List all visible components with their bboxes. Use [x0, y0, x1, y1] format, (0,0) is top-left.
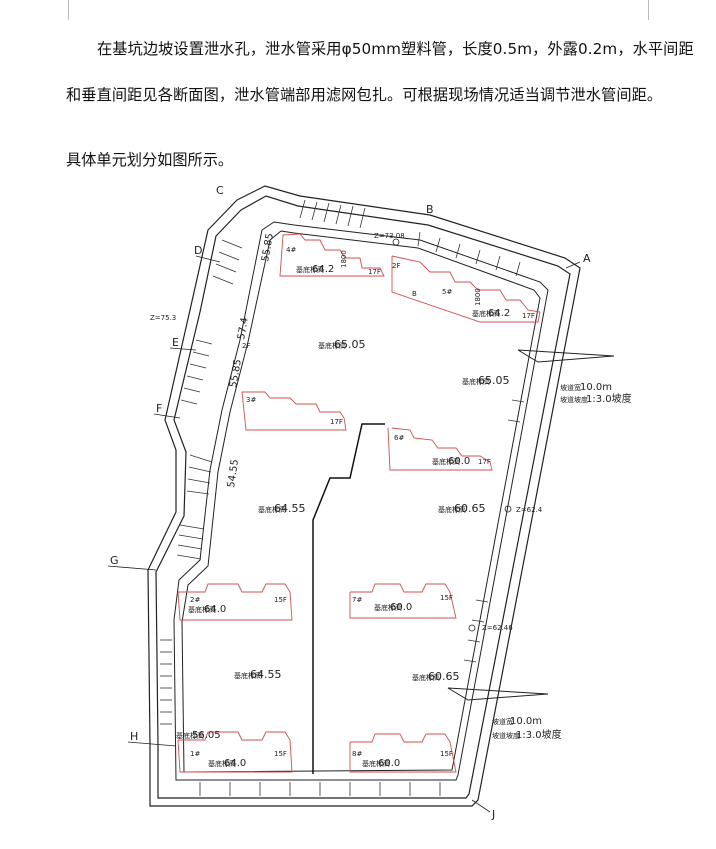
elev-prefix-h: 基底标高	[176, 731, 204, 740]
elev-center-low: 64.55	[250, 668, 282, 681]
elev-6: 60.0	[448, 456, 470, 467]
page-corner-mark-left	[0, 0, 69, 20]
section-leader-lines	[107, 255, 581, 813]
ramp-1-width-value: 10.0m	[580, 382, 612, 393]
building-2f-label: 2F	[392, 262, 400, 270]
elev-center-top: 65.05	[334, 338, 366, 351]
elev-prefix-center-low: 基底标高	[234, 671, 262, 680]
building-8-id: 8#	[352, 750, 362, 758]
section-label-e: E	[172, 336, 179, 349]
building-4-floors: 17F	[368, 268, 381, 276]
building-7-floors: 15F	[440, 594, 453, 602]
slope-hatching	[160, 199, 525, 796]
left-2f-label: 2F	[242, 342, 250, 350]
elev-top-left: 55.85	[260, 232, 276, 262]
building-6-id: 6#	[394, 434, 404, 442]
building-3-floors: 17F	[330, 418, 343, 426]
z-value-top: Z=73.08	[374, 232, 405, 240]
manhole-circles	[392, 238, 512, 632]
building-1-floors: 15F	[274, 750, 287, 758]
ramp-2-slope-title: 坡道坡度	[492, 731, 520, 740]
elev-prefix-5: 基底标高	[472, 309, 500, 318]
elev-5: 64.2	[488, 308, 510, 319]
pit-outer-boundary	[147, 185, 581, 807]
elev-1: 64.0	[224, 758, 246, 769]
elev-right-low: 60.65	[428, 670, 460, 683]
ramp-1-slope-value: 1:3.0坡度	[586, 392, 632, 405]
building-outlines	[177, 233, 541, 773]
building-4-id: 4#	[286, 246, 296, 254]
building-b-label: B	[412, 290, 417, 298]
unit-division-line	[312, 423, 385, 774]
elev-4: 64.2	[312, 264, 334, 275]
elev-prefix-7: 基底标高	[374, 603, 402, 612]
elev-prefix-center-mid: 基底标高	[258, 505, 286, 514]
ramp-2-width-value: 10.0m	[510, 716, 542, 727]
dimension-labels: 1800 1800	[340, 250, 482, 306]
elev-prefix-6: 基底标高	[432, 457, 460, 466]
building-8-floors: 15F	[440, 750, 453, 758]
elev-right-mid: 60.65	[454, 502, 486, 515]
dimension-1: 1800	[340, 250, 348, 268]
elev-center-mid: 64.55	[274, 502, 306, 515]
section-label-d: D	[194, 244, 202, 257]
section-label-j: J	[491, 808, 495, 821]
elev-prefix-8: 基底标高	[362, 759, 390, 768]
z-value-right-1: Z=62.4	[516, 506, 543, 514]
building-5-floors: 17F	[522, 312, 535, 320]
ramp-labels: 坡道宽 10.0m 坡道坡度 1:3.0坡度 坡道宽 10.0m 坡道坡度 1:…	[492, 382, 632, 741]
z-value-left: Z=75.3	[150, 314, 176, 322]
elev-2: 64.0	[204, 604, 226, 615]
paragraph-drain-holes: 在基坑边坡设置泄水孔，泄水管采用φ50mm塑料管，长度0.5m，外露0.2m，水…	[66, 40, 694, 104]
building-7-id: 7#	[352, 596, 362, 604]
elev-prefix-1: 基底标高	[208, 759, 236, 768]
pit-inner-boundary	[173, 221, 549, 781]
dimension-2: 1800	[474, 288, 482, 306]
elev-right-top: 65.05	[478, 374, 510, 387]
ramp-2-width-title: 坡道宽	[492, 717, 513, 726]
section-label-a: A	[583, 252, 591, 265]
elev-left-upper: 57.4	[236, 317, 251, 341]
section-label-g: G	[110, 554, 119, 567]
elev-prefix-4: 基底标高	[296, 265, 324, 274]
ramp-shapes	[447, 349, 615, 701]
ramp-1-width-title: 坡道宽	[560, 383, 581, 392]
section-label-c: C	[216, 184, 224, 197]
section-label-h: H	[130, 730, 138, 743]
elev-prefix-center-top: 基底标高	[318, 341, 346, 350]
elev-prefix-right-top: 基底标高	[462, 377, 490, 386]
elev-8: 60.0	[378, 758, 400, 769]
z-values: Z=73.08 Z=75.3 Z=62.4 Z=62.46	[150, 232, 543, 632]
z-value-right-2: Z=62.46	[482, 624, 513, 632]
elev-h: 56.05	[192, 730, 221, 741]
ramp-1-slope-title: 坡道坡度	[560, 395, 588, 404]
ramp-2-slope-value: 1:3.0坡度	[516, 728, 562, 741]
paragraph-units: 具体单元划分如图所示。	[66, 151, 234, 169]
elev-left-lower: 54.55	[226, 459, 241, 489]
building-6-floors: 17F	[478, 458, 491, 466]
building-3-id: 3#	[246, 396, 256, 404]
page-corner-mark-right	[648, 0, 669, 20]
site-plan-drawing: A B C D E F G H J Z=73.08 Z=75.3 Z=62.4 …	[107, 184, 632, 821]
building-2-floors: 15F	[274, 596, 287, 604]
section-label-b: B	[426, 203, 434, 216]
building-1-id: 1#	[190, 750, 200, 758]
building-2-id: 2#	[190, 596, 200, 604]
elev-prefix-right-mid: 基底标高	[438, 505, 466, 514]
elevation-labels: 基底标高 64.2 基底标高 64.2 55.85 57.4 55.85 54.…	[176, 232, 510, 769]
section-label-f: F	[156, 402, 162, 415]
elev-prefix-right-low: 基底标高	[412, 673, 440, 682]
elev-left-mid: 55.85	[228, 358, 244, 388]
building-5-id: 5#	[442, 288, 452, 296]
elev-7: 60.0	[390, 602, 412, 613]
section-labels: A B C D E F G H J	[110, 184, 591, 821]
elev-prefix-2: 基底标高	[188, 605, 216, 614]
building-labels: 4# 17F 2F 5# 17F 3# 17F 6# 17F 2# 15F 7#…	[190, 246, 535, 758]
